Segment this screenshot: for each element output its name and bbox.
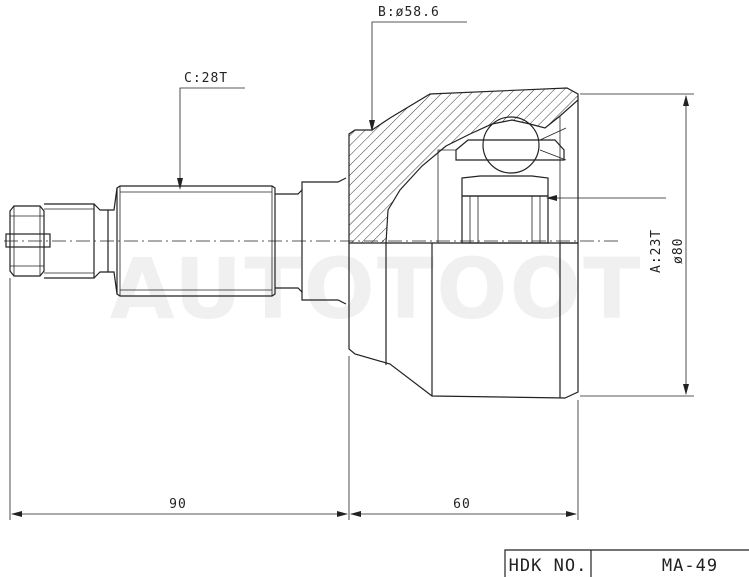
watermark: AUTOTOOT (110, 240, 643, 338)
title-block-label: HDK NO. (509, 556, 588, 576)
outer-diameter-dimension (580, 93, 694, 397)
ball (482, 116, 540, 174)
bell-housing-outer (348, 100, 579, 399)
inner-race (455, 139, 565, 244)
shaft-spline-label: C:28T (184, 71, 228, 86)
shaft-stub-end (5, 205, 51, 277)
shaft-length-label: 90 (169, 497, 187, 512)
bell-housing-section (348, 87, 579, 244)
bell-length-label: 60 (453, 497, 471, 512)
bore-label: B:ø58.6 (378, 5, 440, 20)
hub-spline-arrow (546, 195, 557, 201)
length-dimensions: 90 60 (9, 278, 579, 520)
bore-callout: B:ø58.6 (369, 5, 467, 132)
title-block-value: MA-49 (662, 556, 718, 576)
cage-lines (437, 127, 567, 244)
shaft-spline-callout: C:28T (177, 71, 245, 190)
threaded-section (44, 187, 118, 295)
hub-spline-label: A:23T (649, 229, 664, 273)
splined-shaft (116, 177, 347, 305)
outer-diameter-label: ø80 (671, 238, 686, 264)
title-block: HDK NO. MA-49 (504, 549, 749, 577)
